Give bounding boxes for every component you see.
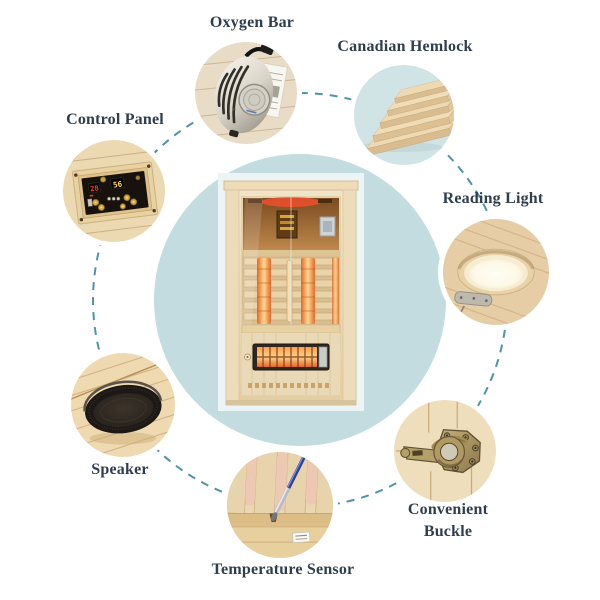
label-canadian-hemlock: Canadian Hemlock [337,38,473,55]
label-reading-light: Reading Light [442,190,544,207]
label-oxygen-bar: Oxygen Bar [209,14,295,31]
control-panel-image: 28 56 [63,140,165,242]
canadian-hemlock-photo [354,65,454,165]
wood-planks-image [354,65,454,165]
convenient-buckle-photo [394,400,496,502]
speaker-photo [71,353,175,457]
sauna-product-photo [218,173,364,411]
right-display-value: 56 [112,179,123,189]
label-control-panel: Control Panel [66,111,164,128]
buckle-latch-image [394,400,496,502]
label-speaker: Speaker [91,461,149,478]
label-convenient-buckle: Convenient Buckle [407,501,489,540]
control-panel-photo: 28 56 [63,140,165,242]
temperature-probe-image [227,452,333,558]
temperature-sensor-photo [227,452,333,558]
left-display-value: 28 [90,183,100,193]
reading-light-image [443,219,549,325]
reading-light-photo [443,219,549,325]
label-temperature-sensor: Temperature Sensor [211,561,355,578]
oxygen-bar-device-image [195,42,297,144]
oxygen-bar-photo [195,42,297,144]
speaker-image [71,353,175,457]
